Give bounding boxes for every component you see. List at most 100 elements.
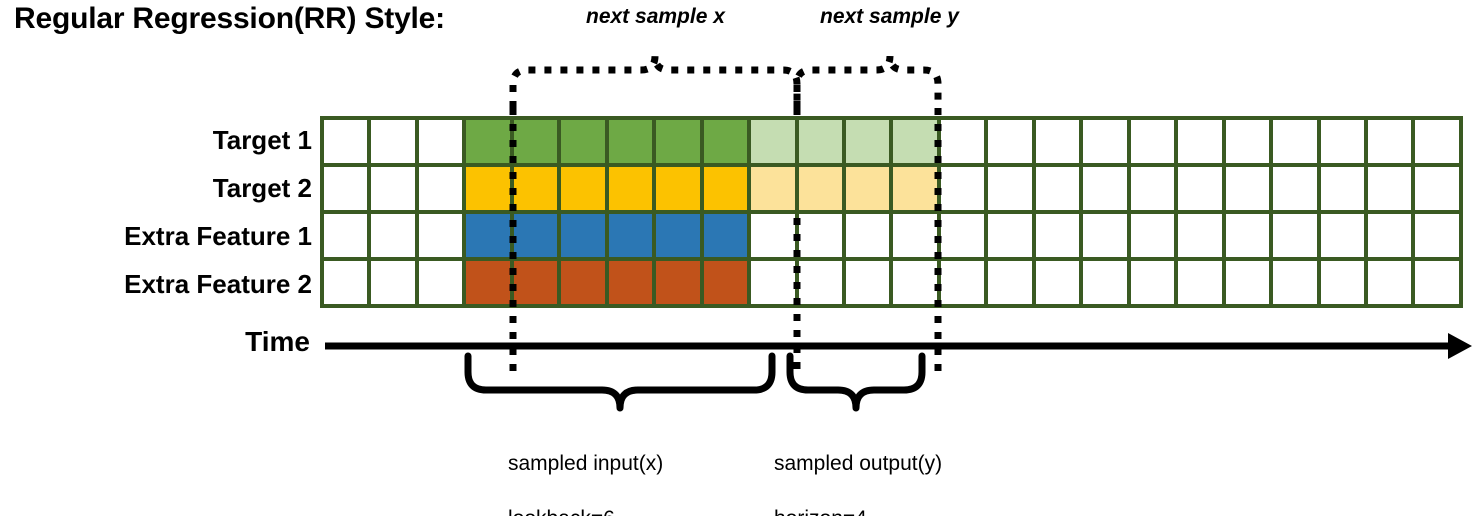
page-title: Regular Regression(RR) Style: <box>14 2 445 35</box>
cell-empty-r0-c18 <box>1178 120 1222 163</box>
cell-empty-r0-c0 <box>324 120 368 163</box>
cell-empty-r3-c19 <box>1225 261 1270 304</box>
cell-input-r3-c8 <box>703 261 748 304</box>
cell-output-r1-c9 <box>751 167 795 210</box>
sampled-input-lookback: lookback=6 <box>508 505 707 516</box>
cell-input-r0-c3 <box>466 120 510 163</box>
row-label-extra-feature-2: Extra Feature 2 <box>124 268 312 299</box>
cell-empty-r1-c1 <box>371 167 415 210</box>
cell-input-r1-c8 <box>703 167 748 210</box>
top-brace-next-sample-y <box>793 55 942 108</box>
cell-output-r1-c11 <box>845 167 890 210</box>
cell-empty-r3-c2 <box>418 261 463 304</box>
timeline-grid <box>320 116 1463 308</box>
top-brace-label-next-sample-y: next sample y <box>820 5 959 28</box>
cell-empty-r2-c9 <box>751 214 795 257</box>
cell-empty-r2-c16 <box>1083 214 1127 257</box>
cell-empty-r2-c0 <box>324 214 368 257</box>
cell-empty-r2-c22 <box>1367 214 1412 257</box>
cell-empty-r3-c10 <box>798 261 842 304</box>
cell-input-r2-c3 <box>466 214 510 257</box>
cell-output-r1-c10 <box>798 167 842 210</box>
cell-empty-r3-c0 <box>324 261 368 304</box>
cell-input-r2-c4 <box>513 214 558 257</box>
row-label-target-1: Target 1 <box>212 124 312 155</box>
grid-row-target-1 <box>324 120 1459 163</box>
cell-input-r2-c5 <box>561 214 605 257</box>
cell-empty-r2-c21 <box>1320 214 1364 257</box>
cell-input-r0-c7 <box>656 120 700 163</box>
cell-empty-r1-c2 <box>418 167 463 210</box>
cell-empty-r0-c15 <box>1035 120 1080 163</box>
cell-empty-r3-c12 <box>893 261 937 304</box>
cell-empty-r0-c23 <box>1415 120 1459 163</box>
cell-empty-r0-c1 <box>371 120 415 163</box>
cell-empty-r0-c13 <box>940 120 985 163</box>
cell-empty-r2-c18 <box>1178 214 1222 257</box>
cell-empty-r0-c22 <box>1367 120 1412 163</box>
cell-empty-r1-c17 <box>1130 167 1175 210</box>
cell-empty-r3-c14 <box>988 261 1032 304</box>
cell-empty-r3-c18 <box>1178 261 1222 304</box>
cell-empty-r1-c16 <box>1083 167 1127 210</box>
cell-input-r2-c7 <box>656 214 700 257</box>
cell-empty-r3-c13 <box>940 261 985 304</box>
cell-input-r0-c5 <box>561 120 605 163</box>
cell-input-r1-c3 <box>466 167 510 210</box>
cell-empty-r2-c2 <box>418 214 463 257</box>
cell-empty-r2-c1 <box>371 214 415 257</box>
cell-empty-r3-c1 <box>371 261 415 304</box>
top-brace-next-sample-x <box>509 55 801 108</box>
cell-empty-r1-c22 <box>1367 167 1412 210</box>
grid-row-extra-feature-1 <box>324 214 1459 257</box>
bottom-brace-sampled-output <box>786 352 926 412</box>
cell-output-r0-c11 <box>845 120 890 163</box>
cell-input-r1-c6 <box>608 167 653 210</box>
cell-empty-r2-c10 <box>798 214 842 257</box>
cell-empty-r0-c14 <box>988 120 1032 163</box>
cell-empty-r1-c14 <box>988 167 1032 210</box>
cell-output-r0-c12 <box>893 120 937 163</box>
cell-input-r2-c8 <box>703 214 748 257</box>
cell-output-r0-c9 <box>751 120 795 163</box>
bottom-brace-caption-sampled-output: sampled output(y) horizon=4 output_featu… <box>774 422 986 516</box>
cell-input-r3-c7 <box>656 261 700 304</box>
cell-input-r0-c4 <box>513 120 558 163</box>
cell-empty-r3-c21 <box>1320 261 1364 304</box>
time-axis-label: Time <box>245 326 310 357</box>
cell-input-r1-c5 <box>561 167 605 210</box>
cell-empty-r1-c21 <box>1320 167 1364 210</box>
cell-empty-r1-c23 <box>1415 167 1459 210</box>
bottom-brace-sampled-input <box>464 352 776 412</box>
cell-empty-r3-c20 <box>1273 261 1317 304</box>
cell-empty-r1-c15 <box>1035 167 1080 210</box>
cell-empty-r2-c12 <box>893 214 937 257</box>
cell-input-r3-c6 <box>608 261 653 304</box>
cell-empty-r0-c16 <box>1083 120 1127 163</box>
sampled-output-title: sampled output(y) <box>774 451 943 475</box>
cell-empty-r2-c23 <box>1415 214 1459 257</box>
cell-empty-r1-c19 <box>1225 167 1270 210</box>
cell-empty-r3-c17 <box>1130 261 1175 304</box>
cell-empty-r3-c22 <box>1367 261 1412 304</box>
cell-input-r0-c8 <box>703 120 748 163</box>
cell-empty-r3-c16 <box>1083 261 1127 304</box>
row-label-target-2: Target 2 <box>212 172 312 203</box>
row-label-column: Target 1 Target 2 Extra Feature 1 Extra … <box>0 116 312 308</box>
cell-input-r2-c6 <box>608 214 653 257</box>
cell-empty-r2-c13 <box>940 214 985 257</box>
top-brace-label-next-sample-x: next sample x <box>586 5 725 28</box>
cell-empty-r3-c15 <box>1035 261 1080 304</box>
grid-row-extra-feature-2 <box>324 261 1459 304</box>
cell-empty-r0-c2 <box>418 120 463 163</box>
cell-empty-r2-c11 <box>845 214 890 257</box>
cell-input-r0-c6 <box>608 120 653 163</box>
cell-empty-r0-c21 <box>1320 120 1364 163</box>
cell-empty-r3-c23 <box>1415 261 1459 304</box>
sampled-input-title: sampled input(x) <box>508 451 664 475</box>
cell-empty-r1-c18 <box>1178 167 1222 210</box>
cell-output-r0-c10 <box>798 120 842 163</box>
row-label-extra-feature-1: Extra Feature 1 <box>124 220 312 251</box>
cell-empty-r0-c20 <box>1273 120 1317 163</box>
